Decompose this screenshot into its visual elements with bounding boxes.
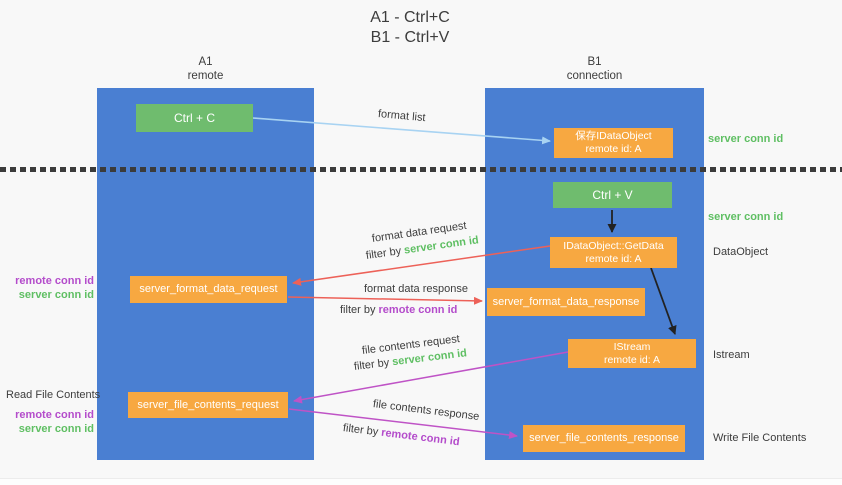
ctrl-c-label: Ctrl + C <box>173 111 215 125</box>
server-format-data-response-node: server_format_data_response <box>487 288 645 316</box>
ctrl-v-node: Ctrl + V <box>553 182 672 208</box>
remote-conn-id-text: remote conn id <box>378 304 458 316</box>
server-file-contents-response-node: server_file_contents_response <box>523 425 685 452</box>
file-contents-response-label: file contents response <box>372 398 480 423</box>
bottom-edge-strip <box>0 478 842 485</box>
filter-by-text: filter by <box>340 304 379 316</box>
file-conn-id-stack: remote conn id server conn id <box>0 408 94 436</box>
remote-conn-id-text: remote conn id <box>380 426 461 449</box>
server-file-contents-request-node: server_file_contents_request <box>128 392 288 418</box>
server-format-data-request-label: server_format_data_request <box>139 283 278 295</box>
server-format-data-request-node: server_format_data_request <box>130 276 287 303</box>
dataobject-annotation: DataObject <box>713 246 769 258</box>
filter-by-text: filter by <box>353 356 393 373</box>
getdata-node: IDataObject::GetData remote id: A <box>550 237 677 268</box>
session-divider-dotted-line <box>0 167 842 172</box>
server-file-contents-request-label: server_file_contents_request <box>137 398 279 411</box>
remote-conn-id-annotation: remote conn id <box>15 409 94 421</box>
title-line-2: B1 - Ctrl+V <box>370 29 450 46</box>
filter-by-text: filter by <box>342 422 382 439</box>
column-a1-name: A1 <box>198 56 213 68</box>
format-data-response-arrow <box>287 296 483 305</box>
column-b1-name: B1 <box>587 56 602 68</box>
istream-line2: remote id: A <box>603 353 661 366</box>
format-data-response-label: format data response <box>364 283 468 295</box>
column-b1-role: connection <box>566 70 623 82</box>
file-contents-response-filter-label: filter by remote conn id <box>342 422 460 448</box>
format-conn-id-stack: remote conn id server conn id <box>0 274 94 302</box>
save-idataobject-node: 保存IDataObject remote id: A <box>554 128 673 158</box>
format-data-response-filter-label: filter by remote conn id <box>340 304 457 316</box>
column-header-b1: B1 connection <box>485 55 704 83</box>
write-file-contents-annotation: Write File Contents <box>713 432 807 444</box>
diagram-title: A1 - Ctrl+C B1 - Ctrl+V <box>0 8 820 48</box>
filter-by-text: filter by <box>365 244 405 262</box>
column-header-a1: A1 remote <box>97 55 314 83</box>
istream-annotation: Istream <box>713 349 750 361</box>
istream-line1: IStream <box>613 340 651 353</box>
remote-conn-id-annotation: remote conn id <box>15 275 94 287</box>
format-list-label: format list <box>377 108 427 125</box>
ctrl-c-node: Ctrl + C <box>136 104 253 132</box>
server-conn-id-annotation: server conn id <box>18 289 94 301</box>
column-a1-role: remote <box>187 70 224 82</box>
getdata-line1: IDataObject::GetData <box>563 239 664 252</box>
read-file-contents-annotation: Read File Contents <box>6 389 101 401</box>
istream-node: IStream remote id: A <box>568 339 696 368</box>
save-idataobject-line1: 保存IDataObject <box>575 130 652 142</box>
server-file-contents-response-label: server_file_contents_response <box>529 432 679 444</box>
server-conn-id-annotation-mid: server conn id <box>708 211 784 223</box>
getdata-line2: remote id: A <box>585 252 642 265</box>
title-line-1: A1 - Ctrl+C <box>370 9 450 26</box>
server-conn-id-annotation: server conn id <box>18 423 94 435</box>
server-format-data-response-label: server_format_data_response <box>492 295 640 308</box>
server-conn-id-annotation-top: server conn id <box>708 133 784 145</box>
save-idataobject-line2: remote id: A <box>585 143 642 155</box>
ctrl-v-label: Ctrl + V <box>592 188 633 202</box>
